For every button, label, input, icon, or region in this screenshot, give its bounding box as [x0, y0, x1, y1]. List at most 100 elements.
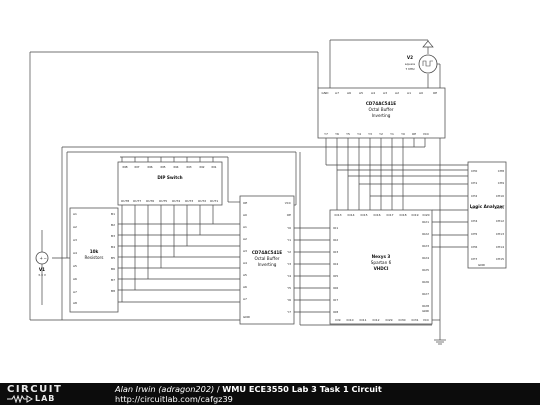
pin-label: CH12	[496, 219, 504, 223]
pin-label: A1	[407, 91, 411, 95]
pin-label: OUT3	[185, 199, 193, 203]
fpga-chip-name: Spartan 6	[371, 260, 392, 265]
pin-label: A0	[419, 91, 423, 95]
pin-label: Y4	[287, 274, 291, 278]
pin-label: IO27	[422, 292, 429, 296]
pin-label: IO9	[335, 318, 340, 322]
pin-label: A7	[73, 290, 77, 294]
dip-switch-pins-bottom: OUT8 OUT7 OUT6 OUT5 OUT4 OUT3 OUT2 OUT1	[121, 199, 218, 203]
pin-label: IO1	[333, 226, 338, 230]
pin-label: IO2	[333, 238, 338, 242]
fpga-connector-name: VHDCI	[374, 266, 389, 271]
pin-label: A5	[73, 264, 77, 268]
pin-label: OE	[412, 132, 416, 136]
pin-label: GND	[322, 91, 330, 95]
pin-label: CH2	[471, 194, 477, 198]
fpga-nexys3[interactable]: Nexys 3 Spartan 6 VHDCI IO13 IO14 IO15 I…	[329, 209, 433, 325]
pin-label: A2	[243, 237, 247, 241]
top-buffer-pins-bottom: Y7 Y6 Y5 Y4 Y3 Y2 Y1 Y0 OE VCC	[324, 132, 429, 136]
pin-label: GND	[422, 309, 430, 313]
mid-buffer-part: CD74AC541E	[252, 250, 282, 255]
pin-label: IO5	[333, 274, 338, 278]
pin-label: Y1	[287, 238, 291, 242]
pin-label: IN2	[199, 165, 204, 169]
pin-label: IO10	[346, 318, 353, 322]
pin-label: IN1	[211, 165, 216, 169]
pin-label: IO25	[422, 268, 429, 272]
pin-label: IO15	[360, 213, 367, 217]
pin-label: A8	[73, 301, 77, 305]
pin-label: A3	[383, 91, 387, 95]
pin-label: OUT6	[146, 199, 154, 203]
pin-label: A5	[243, 273, 247, 277]
pin-label: CH3	[471, 206, 477, 210]
mid-buffer-pins-right: VCC OE Y0 Y1 Y2 Y3 Y4 Y5 Y6 Y7	[285, 201, 291, 314]
mid-buffer-pins-left: OE A0 A1 A2 A3 A4 A5 A6 A7 GND	[243, 201, 251, 319]
circuit-url[interactable]: http://circuitlab.com/cafgz39	[115, 394, 233, 404]
pin-label: OUT5	[159, 199, 167, 203]
mid-buffer-type: Octal Buffer	[254, 256, 279, 261]
pin-label: CH9	[498, 181, 504, 185]
analyzer-pins-right: CH8 CH9 CH10 CH11 CH12 CH13 CH14 CH15	[496, 169, 504, 261]
pin-label: A7	[243, 297, 247, 301]
pin-label: A4	[73, 251, 77, 255]
pin-label: Y0	[287, 226, 291, 230]
pin-label: A5	[359, 91, 363, 95]
pin-label: IN6	[147, 165, 152, 169]
pin-label: OUT8	[121, 199, 129, 203]
fpga-pins-left: IO1 IO2 IO3 IO4 IO5 IO6 IO7 IO8	[333, 226, 338, 314]
resistor-logo-icon	[7, 395, 33, 403]
pin-label: CH0	[471, 169, 477, 173]
pin-label: CH10	[496, 194, 504, 198]
resistor-value: 10k	[90, 249, 99, 254]
logo-text-lab: LAB	[35, 394, 56, 403]
pin-label: A6	[243, 285, 247, 289]
mid-buffer-mode: Inverting	[258, 262, 277, 267]
resistor-network[interactable]: 10k Resistors A1 A2 A3 A4 A5 A6 A7 A8 B1…	[69, 207, 119, 313]
pin-label: A4	[371, 91, 375, 95]
source-name: V1	[39, 267, 45, 272]
pin-label: IO14	[347, 213, 354, 217]
dc-source-v1[interactable]: + − V1 3.3 V	[35, 251, 49, 277]
pin-label: IO26	[422, 280, 429, 284]
pin-label: B5	[111, 256, 115, 260]
pin-label: IO6	[333, 286, 338, 290]
logic-analyzer[interactable]: Logic Analyzer CH0 CH1 CH2 CH3 CH4 CH5 C…	[467, 161, 507, 269]
ground-symbol	[434, 339, 446, 345]
author-name[interactable]: Alan Irwin (adragon202)	[115, 384, 215, 394]
pin-label: Y6	[287, 298, 291, 302]
circuit-title[interactable]: WMU ECE3550 Lab 3 Task 1 Circuit	[222, 384, 382, 394]
logo-text-circuit: CIRCUIT	[7, 384, 63, 395]
pin-label: Y4	[357, 132, 361, 136]
pin-label: OE	[287, 213, 291, 217]
pin-label: B6	[111, 267, 115, 271]
pin-label: CH4	[471, 219, 477, 223]
pin-label: IN8	[122, 165, 127, 169]
pin-label: IO8	[333, 310, 338, 314]
clock-frequency: 7 MHz	[405, 67, 415, 71]
pin-label: CH7	[471, 257, 477, 261]
clock-source-v2[interactable]: V2 square 7 MHz	[405, 54, 438, 74]
minus-icon: −	[44, 256, 47, 261]
pin-label: IO17	[386, 213, 393, 217]
pin-label: CH13	[496, 232, 504, 236]
pin-label: IO19	[411, 213, 418, 217]
pin-label: OE	[243, 201, 247, 205]
pin-label: OUT1	[210, 199, 218, 203]
pin-label: A0	[243, 213, 247, 217]
dip-switch[interactable]: DIP Switch IN8 IN7 IN6 IN5 IN4 IN3 IN2 I…	[117, 161, 223, 206]
pin-label: OUT4	[172, 199, 180, 203]
circuitlab-logo[interactable]: CIRCUIT LAB	[7, 385, 92, 403]
fpga-pins-top: IO13 IO14 IO15 IO16 IO17 IO18 IO19 IO20	[334, 213, 429, 217]
top-buffer-type: Octal Buffer	[368, 107, 393, 112]
pin-label: CH11	[496, 206, 504, 210]
pin-label: CH6	[471, 245, 477, 249]
pin-label: IO28	[422, 304, 429, 308]
pin-label: A2	[73, 225, 77, 229]
pin-label: OE	[433, 91, 437, 95]
clock-name: V2	[407, 55, 413, 60]
top-octal-buffer[interactable]: CD74AC541E Octal Buffer Inverting GND A7…	[317, 87, 446, 139]
pin-label: Y1	[390, 132, 394, 136]
mid-octal-buffer[interactable]: CD74AC541E Octal Buffer Inverting OE A0 …	[239, 195, 295, 325]
